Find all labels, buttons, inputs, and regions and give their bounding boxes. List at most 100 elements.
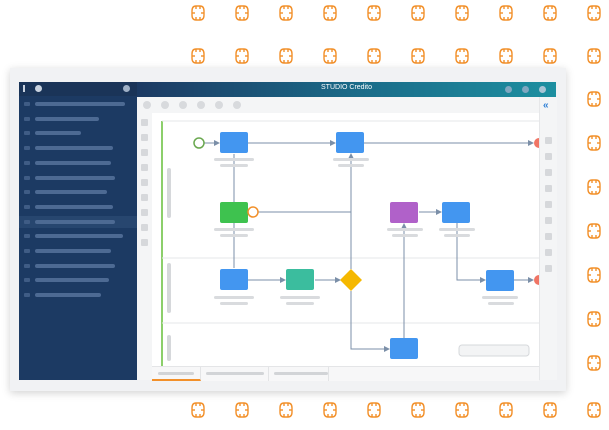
pattern-glyph	[411, 48, 425, 64]
tool-icon-3[interactable]	[179, 101, 187, 109]
end-event[interactable]	[534, 275, 539, 285]
task-node[interactable]	[442, 202, 470, 223]
palette-item[interactable]	[141, 179, 148, 186]
sidebar-item-label	[35, 116, 99, 121]
task-node-purple[interactable]	[390, 202, 418, 223]
sidebar-item-label	[35, 146, 113, 151]
maximize-icon[interactable]	[522, 86, 529, 93]
pattern-glyph	[543, 48, 557, 64]
diagram-tab[interactable]	[268, 367, 329, 381]
chevron-double-left-icon[interactable]: «	[543, 100, 549, 111]
palette-item[interactable]	[141, 119, 148, 126]
property-item[interactable]	[545, 201, 552, 208]
property-item[interactable]	[545, 185, 552, 192]
sidebar-item-label	[35, 204, 113, 209]
sidebar-item[interactable]	[19, 98, 137, 110]
tool-icon-2[interactable]	[161, 101, 169, 109]
sidebar-toggle-icon[interactable]	[35, 85, 42, 92]
tool-icon-6[interactable]	[233, 101, 241, 109]
close-icon[interactable]	[539, 86, 546, 93]
diagram-canvas[interactable]	[152, 113, 539, 366]
pattern-glyph	[587, 91, 601, 107]
end-event[interactable]	[534, 138, 539, 148]
sidebar-item[interactable]	[19, 245, 137, 257]
folder-icon	[24, 160, 30, 165]
zoom-control[interactable]	[458, 344, 530, 357]
palette-item[interactable]	[141, 194, 148, 201]
gateway[interactable]	[340, 269, 362, 291]
folder-icon	[24, 219, 30, 224]
palette-item[interactable]	[141, 164, 148, 171]
node-label	[214, 296, 254, 299]
tool-icon-4[interactable]	[197, 101, 205, 109]
lane-handle[interactable]	[167, 335, 171, 361]
folder-icon	[24, 293, 30, 298]
pattern-glyph	[323, 5, 337, 21]
folder-icon	[24, 234, 30, 239]
palette-item[interactable]	[141, 149, 148, 156]
sidebar-item[interactable]	[19, 230, 137, 242]
pattern-glyph	[367, 48, 381, 64]
node-label	[488, 302, 514, 305]
tool-icon-1[interactable]	[143, 101, 151, 109]
sidebar-item-label	[35, 278, 109, 283]
palette-item[interactable]	[141, 134, 148, 141]
intermediate-event[interactable]	[247, 206, 259, 218]
task-node[interactable]	[486, 270, 514, 291]
sidebar-item[interactable]	[19, 186, 137, 198]
app-title: STUDIO Credito	[321, 84, 372, 91]
task-node-green[interactable]	[220, 202, 248, 223]
task-node[interactable]	[336, 132, 364, 153]
sidebar-item[interactable]	[19, 157, 137, 169]
start-event[interactable]	[193, 137, 205, 149]
sidebar-item[interactable]	[19, 127, 137, 139]
property-item[interactable]	[545, 233, 552, 240]
property-item[interactable]	[545, 137, 552, 144]
pattern-glyph	[279, 402, 293, 418]
menu-collapse-icon[interactable]	[23, 85, 31, 92]
palette-item[interactable]	[141, 224, 148, 231]
pattern-glyph	[587, 179, 601, 195]
sidebar-item[interactable]	[19, 201, 137, 213]
diagram-tab[interactable]	[200, 367, 269, 381]
task-node[interactable]	[220, 132, 248, 153]
pattern-glyph	[587, 311, 601, 327]
pattern-glyph	[587, 48, 601, 64]
sidebar-item-label	[35, 175, 115, 180]
property-item[interactable]	[545, 265, 552, 272]
sidebar-item[interactable]	[19, 215, 137, 228]
lane-handle[interactable]	[167, 168, 171, 218]
sidebar-item[interactable]	[19, 260, 137, 272]
lane-handle[interactable]	[167, 263, 171, 313]
task-node[interactable]	[220, 269, 248, 290]
sidebar-item[interactable]	[19, 274, 137, 286]
folder-icon	[24, 146, 30, 151]
sidebar-item[interactable]	[19, 172, 137, 184]
sidebar-header	[19, 82, 137, 96]
pattern-glyph	[235, 5, 249, 21]
sidebar-menu-icon[interactable]	[123, 85, 130, 92]
node-label	[482, 296, 518, 299]
property-item[interactable]	[545, 217, 552, 224]
pattern-glyph	[367, 5, 381, 21]
property-item[interactable]	[545, 169, 552, 176]
pattern-glyph	[455, 5, 469, 21]
task-node-teal[interactable]	[286, 269, 314, 290]
palette-item[interactable]	[141, 209, 148, 216]
sidebar-item[interactable]	[19, 113, 137, 125]
tool-icon-5[interactable]	[215, 101, 223, 109]
sidebar-item[interactable]	[19, 289, 137, 301]
diagram-tab[interactable]	[152, 367, 201, 381]
palette-item[interactable]	[141, 239, 148, 246]
sidebar-item-label	[35, 160, 111, 165]
property-item[interactable]	[545, 249, 552, 256]
sidebar-item[interactable]	[19, 142, 137, 154]
palette-column	[137, 113, 153, 380]
pattern-glyph	[323, 48, 337, 64]
pattern-glyph	[191, 48, 205, 64]
task-node[interactable]	[390, 338, 418, 359]
property-item[interactable]	[545, 153, 552, 160]
minimize-icon[interactable]	[505, 86, 512, 93]
node-label	[214, 228, 254, 231]
properties-column: «	[539, 97, 557, 380]
